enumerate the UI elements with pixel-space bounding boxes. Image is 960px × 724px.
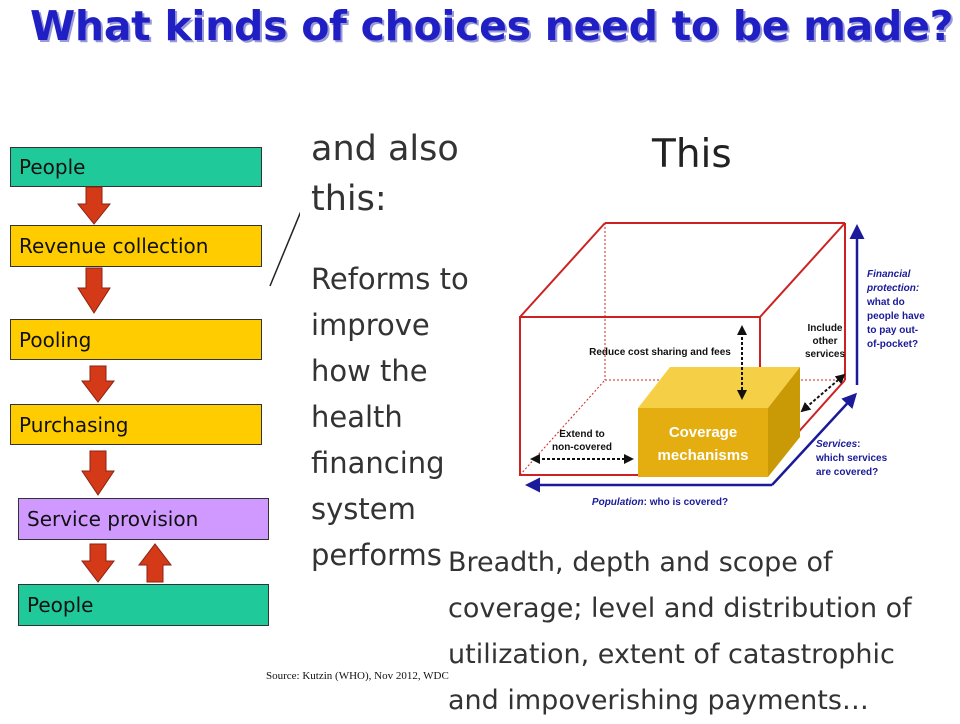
down-arrow-icon [80, 365, 116, 403]
include-label-1: Include [807, 323, 842, 334]
financial-label-3: what do [866, 297, 905, 308]
financial-label-6: of-pocket? [867, 339, 918, 350]
financial-label-4: people have [867, 311, 925, 322]
flow-step-service-provision: Service provision [18, 498, 269, 540]
extend-label-2: non-covered [552, 442, 612, 453]
up-arrow-icon [137, 543, 173, 583]
page-title: What kinds of choices need to be made? [30, 2, 954, 50]
coverage-box-side [768, 367, 800, 477]
cube-heading: This [652, 132, 732, 177]
extend-label-1: Extend to [559, 429, 605, 440]
reduce-label: Reduce cost sharing and fees [589, 347, 731, 358]
coverage-box-top [638, 367, 800, 408]
financial-label-1: Financial [867, 269, 911, 280]
down-arrow-icon [76, 186, 112, 225]
scope-arrow-icon [800, 373, 846, 413]
financial-label-5: to pay out- [867, 325, 918, 336]
flow-step-people-top: People [10, 147, 262, 187]
coverage-label-2: mechanisms [658, 447, 749, 464]
down-arrow-icon [80, 543, 116, 583]
coverage-box-front [638, 408, 768, 477]
include-label-3: services [805, 349, 845, 360]
flow-step-pooling: Pooling [10, 319, 262, 360]
flow-step-purchasing: Purchasing [10, 404, 262, 445]
source-citation: Source: Kutzin (WHO), Nov 2012, WDC [266, 670, 449, 682]
coverage-cube-diagram: Coverage mechanisms Reduce cost sharing … [519, 222, 925, 508]
connector-line [269, 211, 300, 287]
flow-step-people-bottom: People [18, 584, 269, 626]
middle-body: Reforms to improve how the health financ… [311, 262, 469, 572]
services-label-3: are covered? [816, 467, 878, 478]
down-arrow-icon [77, 267, 111, 314]
include-label-2: other [813, 336, 838, 347]
services-label-2: which services [815, 453, 888, 464]
services-label-1: Services: [816, 439, 861, 450]
flow-step-revenue-collection: Revenue collection [10, 225, 262, 267]
coverage-label-1: Coverage [669, 424, 737, 441]
bottom-summary-text: Breadth, depth and scope of coverage; le… [448, 547, 912, 716]
flow-arrows [76, 186, 300, 583]
financial-label-2: protection: [866, 283, 919, 294]
down-arrow-icon [81, 450, 115, 496]
services-axis-icon [771, 392, 858, 486]
population-label: Population: who is covered? [592, 497, 728, 508]
middle-heading: and also this: [311, 129, 459, 219]
